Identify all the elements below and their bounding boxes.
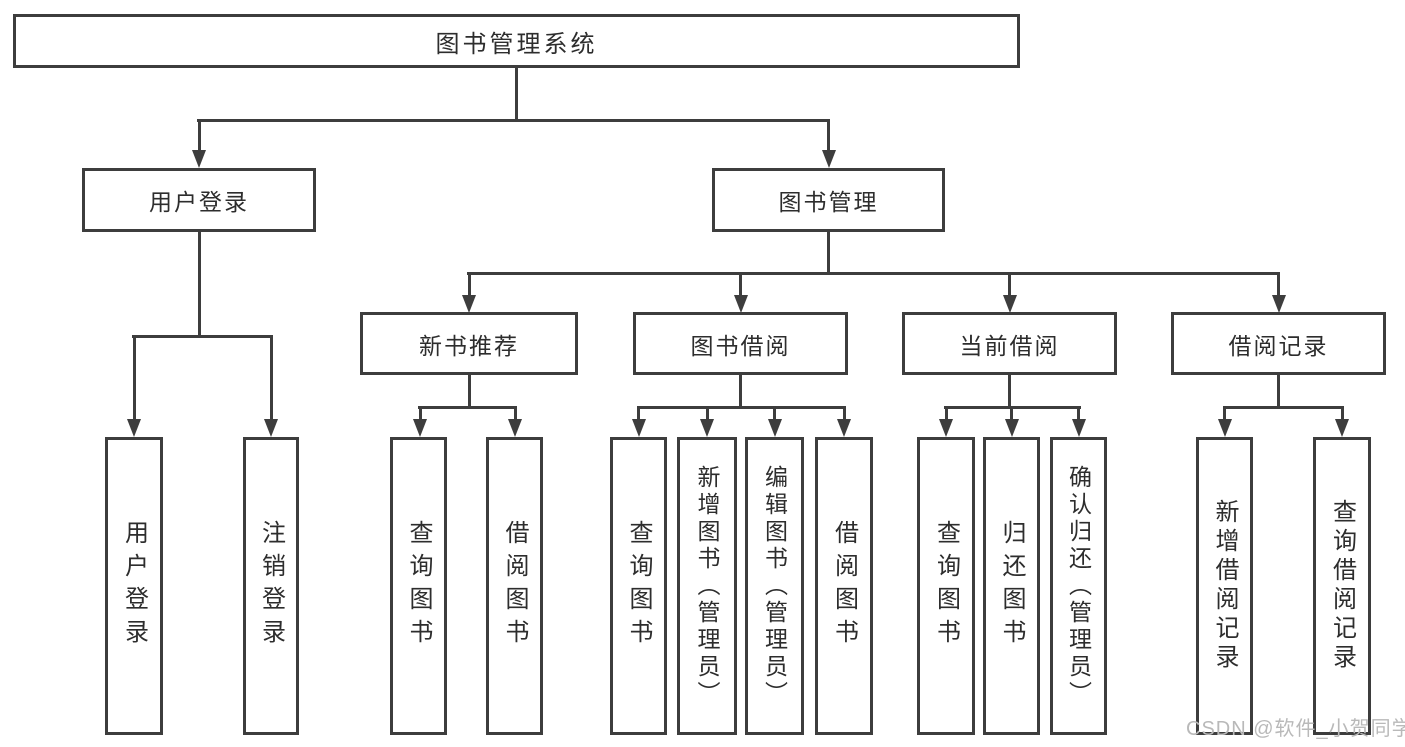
leaf-rc-query-record-label: 查询借阅记录 bbox=[1328, 499, 1356, 673]
leaf-logout-label: 注销登录 bbox=[257, 520, 285, 652]
node-root-library-system: 图书管理系统 bbox=[13, 14, 1020, 68]
arrow-to-bb-query bbox=[631, 406, 646, 437]
connector-borrow-records-stem bbox=[1277, 374, 1280, 409]
leaf-bb-query-books-label: 查询图书 bbox=[625, 520, 652, 652]
leaf-cb-return-books: 归还图书 bbox=[983, 437, 1040, 735]
leaf-bb-query-books: 查询图书 bbox=[610, 437, 667, 735]
arrow-to-borrow-records bbox=[1271, 272, 1286, 313]
arrow-to-new-books bbox=[462, 272, 476, 313]
leaf-bb-edit-books-admin: 编辑图书（管理员） bbox=[745, 437, 804, 735]
connector-new-books-bracket bbox=[418, 406, 517, 409]
connector-book-mgmt-stem bbox=[827, 232, 830, 275]
arrow-to-rc-add bbox=[1217, 406, 1232, 437]
leaf-bb-add-books-admin-label: 新增图书（管理员） bbox=[694, 464, 720, 708]
leaf-nb-borrow-books-label: 借阅图书 bbox=[501, 520, 528, 652]
csdn-watermark: CSDN @软件_小贺同学 bbox=[1186, 718, 1405, 740]
leaf-cb-return-books-label: 归还图书 bbox=[998, 520, 1025, 652]
leaf-user-login: 用户登录 bbox=[105, 437, 163, 735]
leaf-cb-query-books: 查询图书 bbox=[917, 437, 975, 735]
leaf-nb-query-books-label: 查询图书 bbox=[405, 520, 432, 652]
leaf-user-login-label: 用户登录 bbox=[120, 520, 148, 652]
node-current-borrow-label: 当前借阅 bbox=[959, 332, 1060, 359]
connector-user-login-stem bbox=[197, 232, 201, 338]
connector-level2-bracket bbox=[467, 272, 1280, 275]
connector-new-books-stem bbox=[467, 374, 471, 409]
node-book-borrow-label: 图书借阅 bbox=[690, 332, 791, 359]
connector-level1-bracket bbox=[197, 119, 830, 122]
node-root-label: 图书管理系统 bbox=[435, 30, 598, 58]
arrow-to-user-login bbox=[192, 119, 206, 168]
arrow-to-nb-borrow bbox=[508, 406, 522, 437]
arrow-to-book-borrow bbox=[733, 272, 748, 313]
node-user-login-label: 用户登录 bbox=[149, 189, 249, 215]
leaf-nb-borrow-books: 借阅图书 bbox=[486, 437, 543, 735]
arrow-to-nb-query bbox=[413, 406, 427, 437]
leaf-cb-query-books-label: 查询图书 bbox=[932, 520, 960, 652]
connector-book-borrow-stem bbox=[739, 374, 742, 409]
arrow-to-leaf-login bbox=[127, 335, 141, 437]
node-book-management-label: 图书管理 bbox=[778, 189, 879, 215]
arrow-to-rc-query bbox=[1335, 406, 1349, 437]
node-borrow-records: 借阅记录 bbox=[1171, 312, 1386, 375]
leaf-cb-confirm-return-admin-label: 确认归还（管理员） bbox=[1065, 464, 1092, 708]
leaf-bb-borrow-books: 借阅图书 bbox=[815, 437, 873, 735]
arrow-to-bb-borrow bbox=[837, 406, 851, 437]
leaf-logout: 注销登录 bbox=[243, 437, 299, 735]
leaf-rc-add-record-label: 新增借阅记录 bbox=[1211, 499, 1238, 673]
arrow-to-leaf-logout bbox=[264, 335, 278, 437]
node-borrow-records-label: 借阅记录 bbox=[1228, 332, 1329, 359]
arrow-to-book-management bbox=[821, 119, 836, 168]
arrow-to-bb-edit bbox=[767, 406, 782, 437]
node-book-borrow: 图书借阅 bbox=[633, 312, 848, 375]
node-new-book-recommend-label: 新书推荐 bbox=[419, 332, 519, 359]
leaf-rc-add-record: 新增借阅记录 bbox=[1196, 437, 1253, 735]
arrow-to-cb-query bbox=[939, 406, 953, 437]
arrow-to-current-borrow bbox=[1002, 272, 1017, 313]
connector-root-stem bbox=[515, 66, 518, 122]
connector-borrow-records-bracket bbox=[1223, 406, 1344, 409]
connector-user-login-bracket bbox=[132, 335, 273, 338]
node-user-login: 用户登录 bbox=[82, 168, 316, 232]
arrow-to-cb-return bbox=[1004, 406, 1019, 437]
arrow-to-bb-add bbox=[700, 406, 714, 437]
leaf-bb-edit-books-admin-label: 编辑图书（管理员） bbox=[761, 464, 788, 708]
leaf-bb-borrow-books-label: 借阅图书 bbox=[830, 520, 858, 652]
leaf-bb-add-books-admin: 新增图书（管理员） bbox=[677, 437, 737, 735]
node-book-management: 图书管理 bbox=[712, 168, 945, 232]
connector-book-borrow-bracket bbox=[637, 406, 846, 409]
node-current-borrow: 当前借阅 bbox=[902, 312, 1117, 375]
leaf-rc-query-record: 查询借阅记录 bbox=[1313, 437, 1371, 735]
connector-current-borrow-stem bbox=[1008, 374, 1011, 409]
leaf-nb-query-books: 查询图书 bbox=[390, 437, 447, 735]
arrow-to-cb-confirm bbox=[1071, 406, 1086, 437]
leaf-cb-confirm-return-admin: 确认归还（管理员） bbox=[1050, 437, 1107, 735]
node-new-book-recommend: 新书推荐 bbox=[360, 312, 578, 375]
